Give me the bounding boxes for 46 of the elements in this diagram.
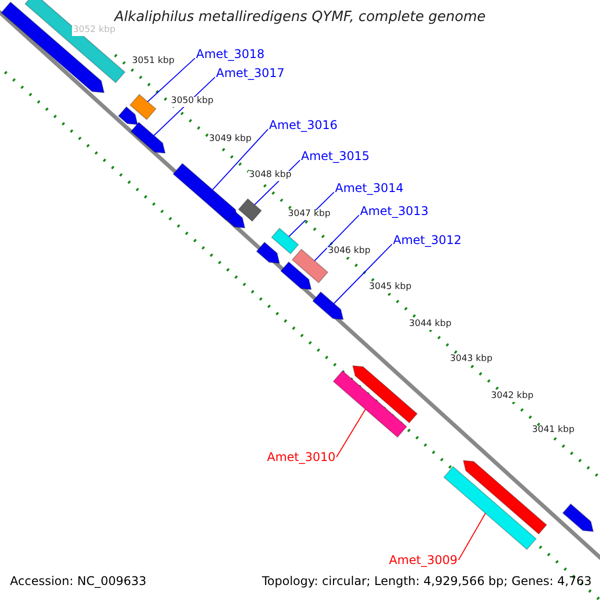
tick-label: 3044 kbp: [408, 320, 452, 330]
tick-label: 3048 kbp: [248, 171, 292, 181]
leader-line: [314, 214, 360, 262]
gene-bar: [256, 242, 280, 264]
leader-line: [333, 244, 392, 304]
leader-line: [458, 512, 486, 560]
tick-label: 3045 kbp: [368, 283, 412, 293]
gene-bar: [280, 261, 312, 290]
gene-label: Amet_3009: [389, 554, 458, 568]
gene-bar: [312, 291, 344, 320]
tick-label: 3047 kbp: [287, 210, 332, 220]
leader-line: [147, 58, 196, 102]
gene-bar: [352, 365, 418, 424]
tick-label: 3051 kbp: [131, 57, 176, 67]
gene-label: Amet_3017: [216, 67, 285, 80]
gene-bar: [332, 370, 408, 438]
gene-bar: [226, 210, 246, 228]
info-text: Accession: NC_009633: [10, 575, 146, 588]
leader-line: [336, 408, 366, 458]
gene-label: Amet_3018: [196, 48, 265, 62]
tick-label: 3041 kbp: [531, 426, 576, 436]
gene-bar: [462, 460, 548, 535]
gene-label: Amet_3013: [360, 205, 429, 218]
gene-label: Amet_3012: [393, 234, 462, 248]
tick-label: 3042 kbp: [490, 392, 534, 402]
gene-bar: [562, 503, 594, 532]
tick-label: 3050 kbp: [170, 97, 214, 107]
tick-label: 3043 kbp: [449, 355, 494, 365]
gene-bar: [270, 228, 300, 254]
gene-label: Amet_3016: [269, 119, 338, 132]
tick-label: 3052 kbp: [72, 26, 116, 36]
gene-bar: [172, 162, 239, 222]
tick-label: 3049 kbp: [208, 135, 252, 145]
gene-bar: [292, 248, 328, 284]
gene-bar: [238, 198, 262, 222]
title: Alkaliphilus metalliredigens QYMF, complete genome: [112, 10, 487, 25]
leader-line: [212, 128, 268, 190]
gene-bar: [130, 122, 166, 154]
info-text: Topology: circular; Length: 4,929,566 bp; Genes: 4,763: [262, 575, 592, 588]
gene-label: Amet_3014: [335, 182, 404, 196]
gene-label: Amet_3015: [301, 150, 370, 164]
gene-bar: [129, 94, 157, 120]
gene-bar: [443, 466, 537, 550]
gene-bar: [118, 106, 138, 126]
tick-label: 3046 kbp: [327, 247, 372, 257]
gene-label: Amet_3010: [267, 451, 336, 464]
